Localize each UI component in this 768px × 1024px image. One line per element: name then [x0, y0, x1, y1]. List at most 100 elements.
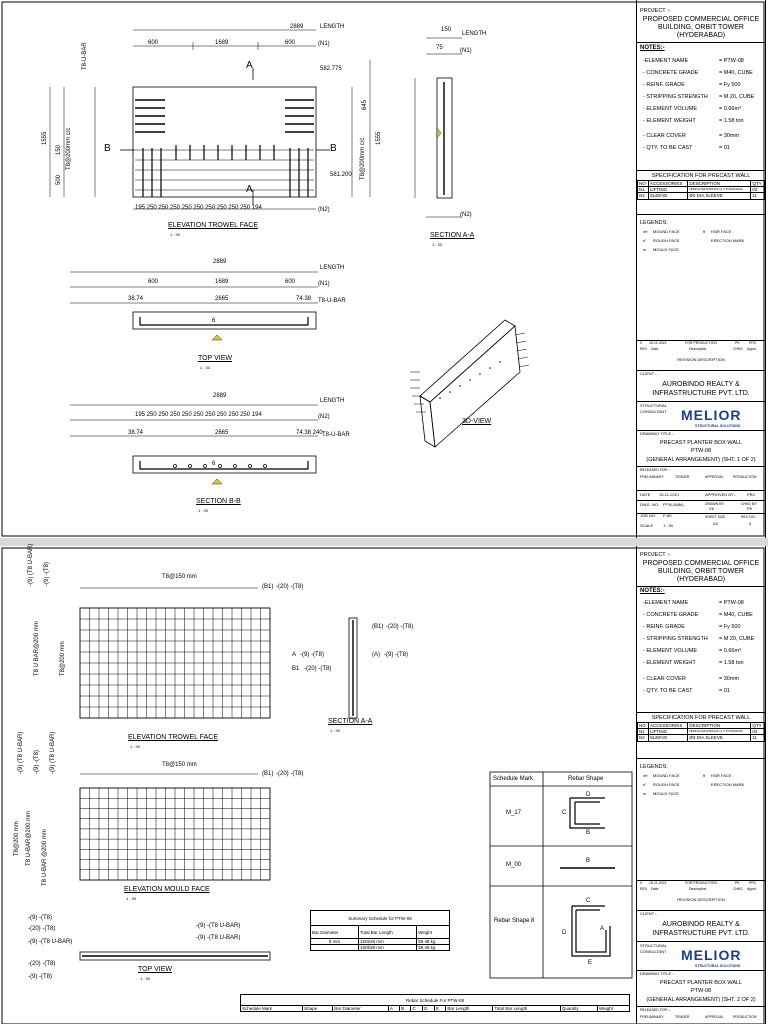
note-val-1: = M40, CUBE: [719, 612, 753, 618]
secbb-title: SECTION B-B: [196, 498, 241, 505]
title-block-1: PROJECT :- PROPOSED COMMERCIAL OFFICE BU…: [636, 0, 766, 538]
elev-left-dim-150: 150: [56, 144, 62, 155]
drawing-title-label: DRAWING TITLE :-: [640, 971, 675, 976]
elev-dim-total: 2889: [290, 24, 304, 30]
rs-h: Bar Length: [445, 1005, 494, 1012]
project-name-3: (HYDERABAD): [676, 32, 726, 39]
s2-side-a: A: [292, 652, 297, 658]
consultant-label-1: STRUCTURAL: [640, 943, 667, 948]
s2-secaa-b1-text: -(20) -(T8): [386, 624, 414, 630]
consultant-label-2: CONSULTANT: [640, 949, 667, 954]
shape-letter-c: C: [562, 810, 567, 816]
top-scale: 1 : 30: [200, 365, 211, 370]
spec-h-desc: DESCRIPTION: [687, 721, 752, 730]
spec-cell: N2: [637, 192, 649, 200]
rev-chkd: PK: [735, 341, 740, 345]
note-val-7: = 01: [719, 145, 730, 151]
drawing-title-label: DRAWING TITLE :-: [640, 431, 675, 436]
secbb-n2: (N2): [318, 414, 330, 420]
top-length: LENGTH: [320, 265, 345, 271]
rev-h-desc: Description: [689, 887, 707, 891]
drawing-sheet-2: T8@150 mm (B1) -(20) -(T8) -(9) (T8 U-BA…: [0, 544, 768, 1024]
notes-label: NOTES:-: [640, 588, 665, 594]
drawing-title-1: PRECAST PLANTER BOX WALL: [659, 980, 743, 986]
s2-top-r0: -(9) -(T8 U-BAR): [196, 923, 241, 929]
note-val-4: = 0.66m³: [719, 648, 741, 654]
s2-elev-dim-2: T8@200 mm: [60, 641, 66, 676]
note-key-3: - STRIPPING STRENGTH: [643, 94, 708, 100]
shape-letter-d: D: [586, 792, 591, 798]
rev-row: 0: [640, 881, 642, 885]
rev-apprd: PRC: [749, 881, 757, 885]
shape-row-8: Rebar Shape 8: [494, 918, 535, 924]
s2-elev-spacing: T8@150 mm: [162, 574, 197, 580]
elev-trowel-title: ELEVATION TROWEL FACE: [168, 222, 258, 229]
shape-letter-c2: C: [586, 898, 591, 904]
sheet-size-value: A3: [713, 521, 718, 526]
elev-rebar-label: T8-U-BAR: [82, 42, 88, 70]
s2-secaa-scale: 1 : 30: [330, 728, 341, 733]
mould-grid-sheet2: [79, 773, 271, 881]
elev-n2: (N2): [318, 207, 330, 213]
project-name-2: BUILDING, ORBIT TOWER: [658, 24, 744, 31]
client-name-2: INFRASTRUCTURE PVT. LTD.: [652, 930, 750, 937]
spec-cell: Ø3 DIA.SLEEVE: [687, 192, 752, 200]
summary-cell: 150538 mm: [357, 944, 418, 951]
elev-right-dim-total: 1555: [376, 131, 382, 145]
elev-dim-mid: 1689: [215, 40, 229, 46]
rs-h: Total Bar Length: [492, 1005, 561, 1012]
elev-b-right: B: [330, 143, 337, 154]
secaa-dim-75: 75: [436, 45, 443, 51]
top-dim-right: 600: [285, 279, 296, 285]
client-name-1: AUROBINDO REALTY &: [662, 381, 740, 388]
elev-dim-right: 600: [285, 40, 296, 46]
legends-label: LEGENDS:: [640, 764, 668, 770]
s2-top-l3: -(20) -(T8): [28, 961, 56, 967]
3d-view-title: 3D-VIEW: [462, 418, 492, 425]
legend-rough: ROUGH FACE: [653, 238, 680, 243]
elev-n1: (N1): [318, 41, 330, 47]
s2-top-r1: -(9) -(T8 U-BAR): [196, 935, 241, 941]
drawing-subtitle: (GENERAL ARRANGEMENT) (SHT. 1 OF 2): [646, 457, 756, 463]
s2-mould-dim-2: T8 U-BAR@200 mm: [26, 810, 32, 866]
s2-top-scale: 1 : 30: [140, 976, 151, 981]
s2-mould-left-2: -(9) -(T8): [34, 750, 40, 774]
title-block-2: PROJECT :- PROPOSED COMMERCIAL OFFICE BU…: [636, 546, 766, 1024]
note-key-1: - CONCRETE GRADE: [643, 612, 699, 618]
dwg-no-label: DWG. NO.: [640, 502, 660, 507]
drawing-title-2: PTW-08: [690, 448, 712, 454]
s2-side-a-text: -(9) -(T8): [300, 652, 324, 658]
rev-no-label: REV NO:-: [741, 515, 757, 519]
s2-top-l0: -(9) -(T8): [28, 915, 52, 921]
legend-rough: ROUGH FACE: [653, 782, 680, 787]
rev-h-apprd: Apprd: [747, 347, 757, 351]
note-val-6: = 30mm: [719, 133, 740, 139]
rs-h: Quantity: [559, 1005, 599, 1012]
legend-m-mark: m: [643, 247, 647, 252]
shape-h-mark: Schedule Mark: [493, 776, 534, 782]
legend-mf-mark: mf: [643, 229, 648, 234]
note-key-1: - CONCRETE GRADE: [643, 70, 699, 76]
spec-h-acc: ACCESSORIES: [647, 179, 689, 188]
client-label: CLIENT :-: [640, 911, 658, 916]
top-dim-2665: 2665: [215, 296, 229, 302]
rs-h: D: [422, 1005, 436, 1012]
spec-cell: HFRDLOS/HFTRHAK (1.4 TON/SHACK: [687, 186, 752, 194]
spec-cell: N2: [637, 734, 649, 742]
released-tender: TENDER: [675, 1015, 690, 1019]
rebar-shape-table-frame: [489, 771, 633, 979]
rev-h-rev: REV: [640, 347, 648, 351]
melior-tagline: STRUCTURAL SOLUTIONS: [695, 424, 741, 428]
sheet-size-label: SHEET SIZE: [705, 515, 726, 519]
summary-h-dia: Bar Diameter: [310, 925, 359, 939]
secbb-mark-6: 6: [212, 461, 216, 467]
s2-mould-dim-3: T8 U-BAR @200 mm: [42, 829, 48, 886]
note-val-7: = 01: [719, 688, 730, 694]
project-label: PROJECT :-: [640, 8, 671, 14]
rs-h: Bar Diameter: [332, 1005, 389, 1012]
drawing-title-2: PTW-08: [690, 988, 712, 994]
note-val-3: = M 20, CUBE: [719, 94, 755, 100]
secbb-dim-2665: 2665: [215, 430, 229, 436]
note-val-3: = M 20, CUBE: [719, 636, 755, 642]
secbb-scale: 1 : 30: [198, 508, 209, 513]
